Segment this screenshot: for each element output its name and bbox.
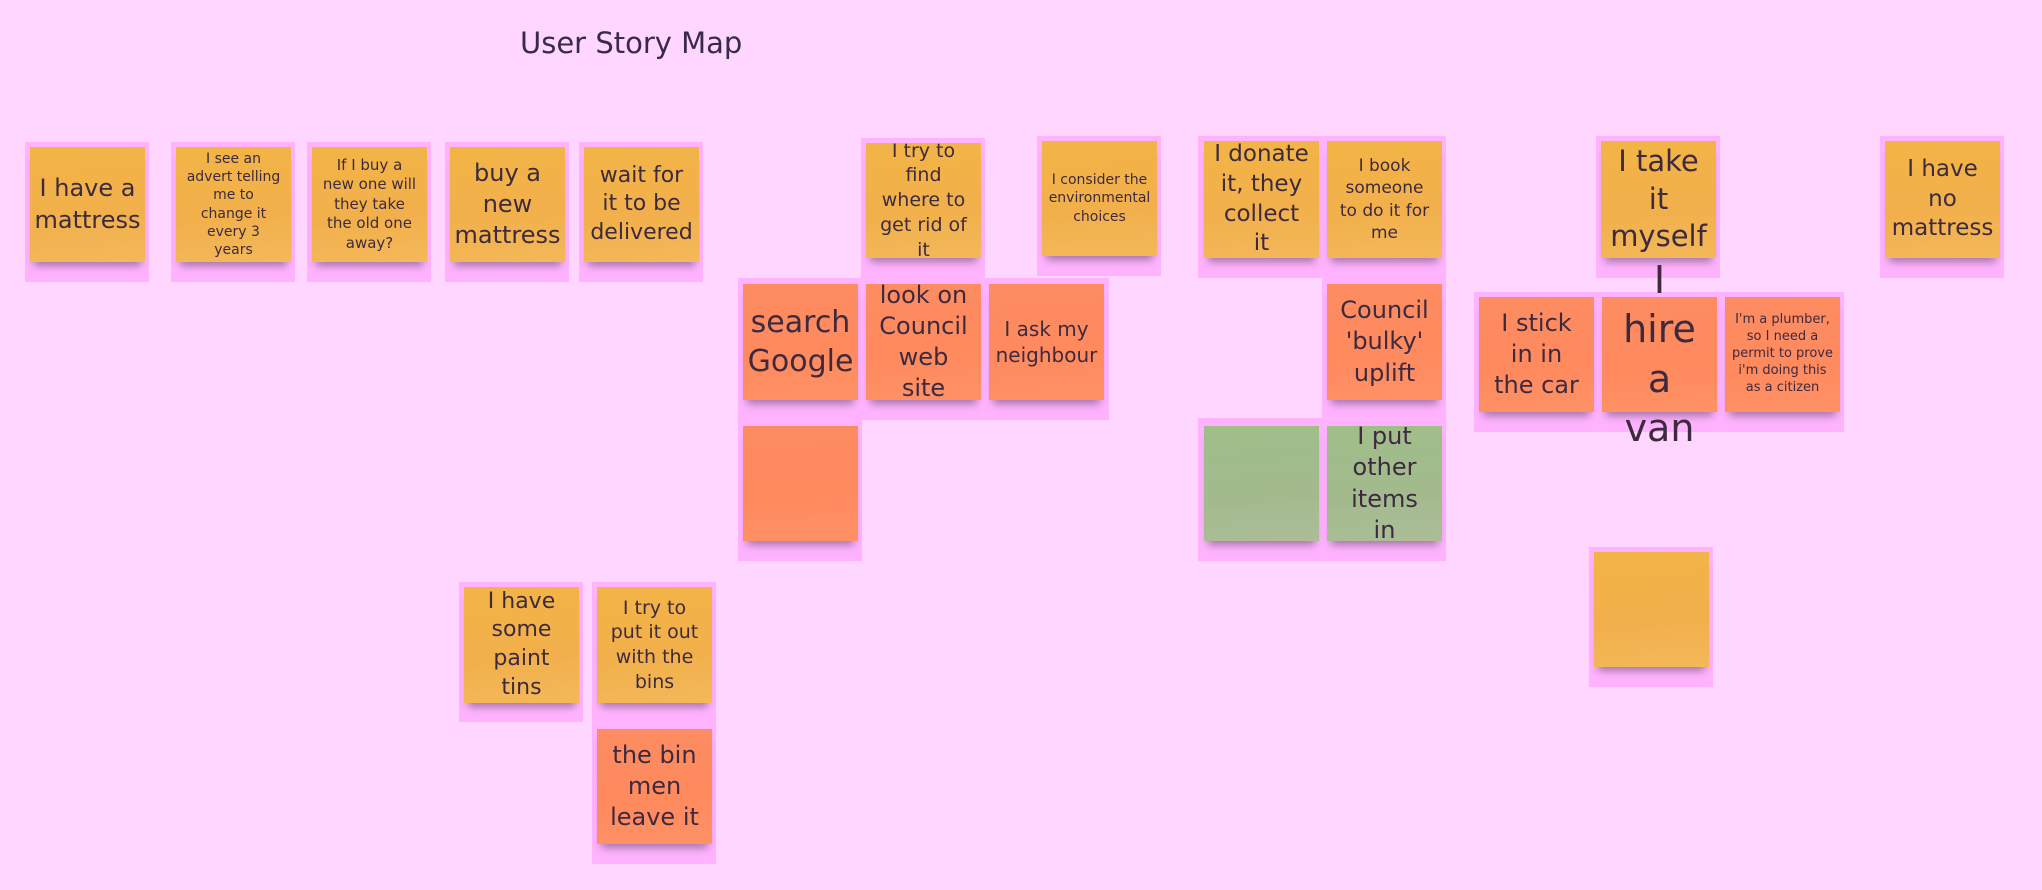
sticky-note-paint-tins[interactable]: I have some paint tins [464,587,579,703]
sticky-note-hire-van[interactable]: I hire a van [1602,258,1717,450]
sticky-note-text: I book someone to do it for me [1339,156,1430,243]
sticky-note-text: I ask my neighbour [995,317,1098,367]
sticky-note-text: I have some paint tins [487,588,556,700]
sticky-note-buy-new-mattress[interactable]: buy a new mattress [450,147,565,262]
sticky-note-donate[interactable]: I donate it, they collect it [1204,141,1319,258]
sticky-note-text: I have no mattress [1891,155,1994,242]
sticky-note-bin-men[interactable]: the bin men leave it [597,729,712,844]
sticky-note-book-someone[interactable]: I book someone to do it for me [1327,141,1442,258]
sticky-note-take-old-away[interactable]: If I buy a new one will they take the ol… [312,147,427,262]
sticky-note-text: buy a new mattress [454,158,561,250]
sticky-note-put-out-bins[interactable]: I try to put it out with the bins [597,587,712,703]
sticky-note-text: I take it myself [1610,143,1707,254]
sticky-note-text: I see an advert telling me to change it … [186,150,281,258]
sticky-note-text: I put other items in [1351,422,1418,544]
sticky-note-text: search Google [747,305,854,379]
sticky-note-council-bulky[interactable]: Council 'bulky' uplift [1327,284,1442,400]
sticky-note-plumber[interactable]: I'm a plumber, so I need a permit to pro… [1725,297,1840,412]
sticky-note-consider-environment[interactable]: I consider the environmental choices [1042,141,1157,256]
sticky-note-empty-orange[interactable] [743,426,858,541]
sticky-note-text: I try to find where to get rid of it [880,139,967,261]
sticky-note-text: the bin men leave it [610,740,699,832]
sticky-note-text: I donate it, they collect it [1214,140,1309,257]
sticky-note-text: wait for it to be delivered [590,162,693,245]
sticky-note-text: I'm a plumber, so I need a permit to pro… [1731,312,1833,395]
sticky-note-other-items[interactable]: I put other items in [1327,422,1442,544]
sticky-note-no-mattress[interactable]: I have no mattress [1885,141,2000,258]
sticky-note-take-myself[interactable]: I take it myself [1601,141,1716,258]
sticky-note-ask-neighbour[interactable]: I ask my neighbour [989,284,1104,400]
sticky-note-have-mattress[interactable]: I have a mattress [30,147,145,262]
board-title: User Story Map [520,26,743,60]
sticky-note-see-advert[interactable]: I see an advert telling me to change it … [176,147,291,262]
sticky-note-text: look on Council web site [879,280,968,403]
sticky-note-text: I stick in in the car [1494,308,1579,400]
sticky-note-empty-yellow[interactable] [1594,552,1709,667]
sticky-note-search-google[interactable]: search Google [743,284,858,400]
sticky-note-text: Council 'bulky' uplift [1340,296,1429,387]
sticky-note-stick-in-car[interactable]: I stick in in the car [1479,297,1594,412]
sticky-note-find-where[interactable]: I try to find where to get rid of it [866,140,981,261]
sticky-note-text: I consider the environmental choices [1048,172,1151,225]
sticky-note-wait-delivered[interactable]: wait for it to be delivered [584,147,699,262]
sticky-note-empty-green[interactable] [1204,426,1319,541]
sticky-note-text: I have a mattress [34,174,141,234]
sticky-note-text: If I buy a new one will they take the ol… [322,155,417,252]
sticky-note-text: I hire a van [1623,257,1696,450]
sticky-note-text: I try to put it out with the bins [610,596,699,693]
sticky-note-council-site[interactable]: look on Council web site [866,281,981,402]
